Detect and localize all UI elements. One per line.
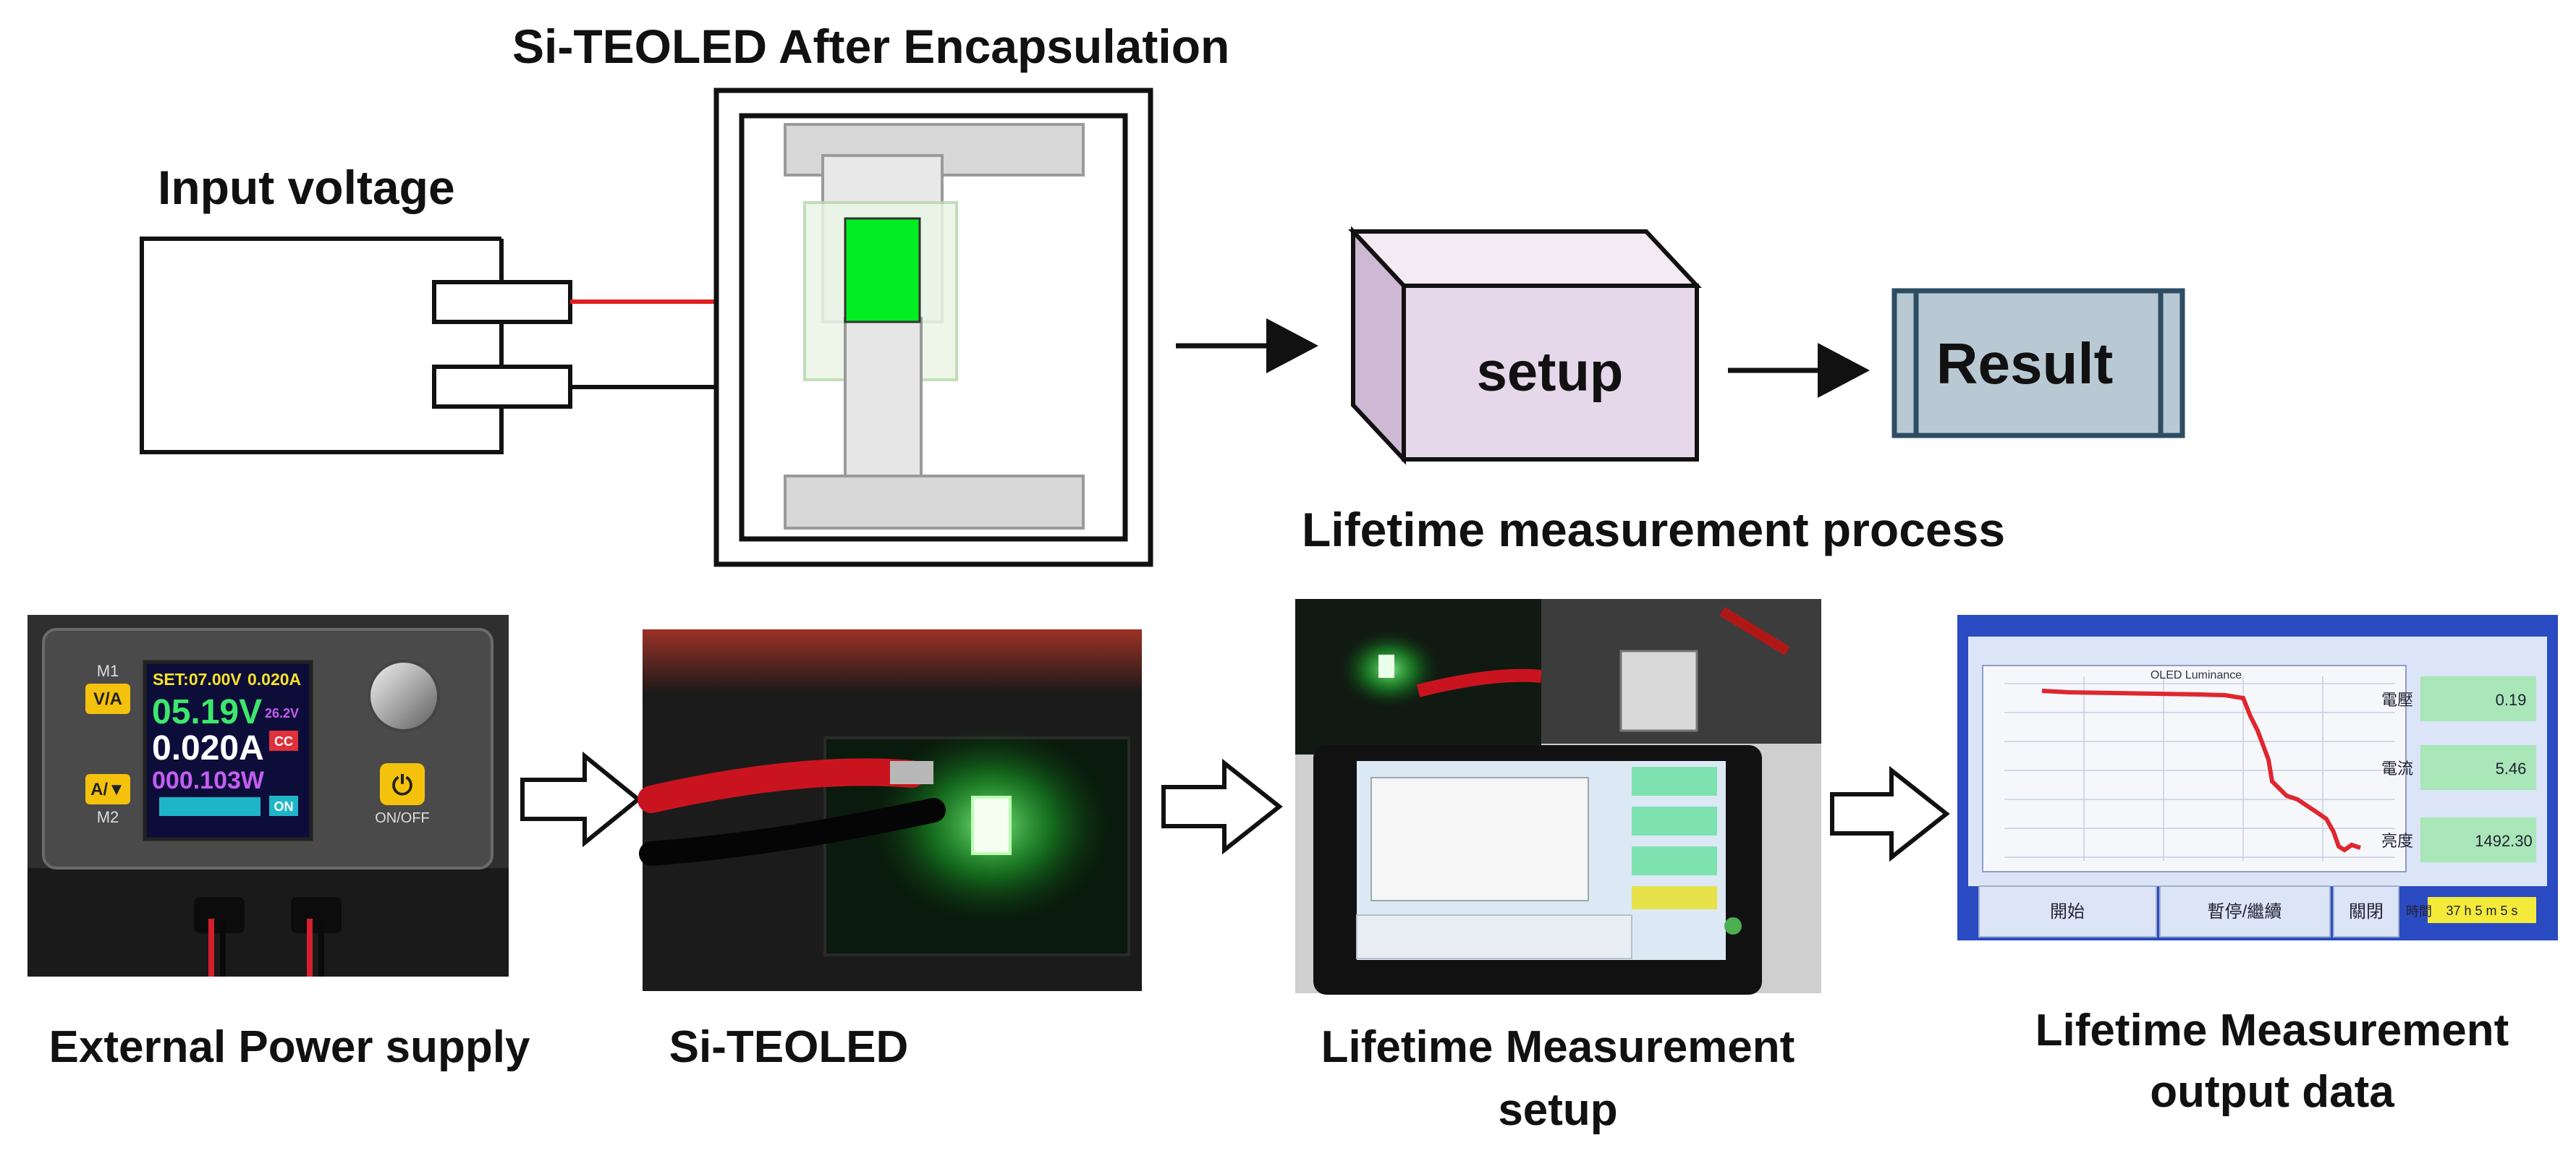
input-voltage-source	[140, 237, 749, 454]
cc-badge	[269, 731, 298, 751]
onoff-label: ON/OFF	[375, 810, 430, 826]
hollow-arrow-2	[1161, 758, 1283, 855]
input-voltage-label: Input voltage	[158, 161, 455, 214]
red-clip-lead	[637, 758, 925, 813]
power-supply-photo	[27, 615, 509, 977]
caption-power-supply: External Power supply	[49, 1022, 531, 1072]
setup-label: setup	[1477, 341, 1624, 403]
encapsulation-title: Si-TEOLED After Encapsulation	[512, 20, 1229, 73]
caption-setup-line1: Lifetime Measurement	[1321, 1022, 1795, 1072]
negative-terminal	[432, 365, 572, 409]
pause-button	[2159, 885, 2331, 938]
luminance-trace	[2041, 689, 2361, 853]
output-voltage-value: 0.19	[2496, 691, 2527, 709]
close-button	[2333, 885, 2399, 938]
va-button-label: V/A	[93, 689, 122, 709]
start-button	[1978, 885, 2157, 938]
lcd-set-readout: SET:07.00V	[153, 670, 242, 689]
rotary-knob	[368, 660, 440, 732]
result-box	[1891, 288, 2185, 438]
lcd-temp: 26.2V	[265, 706, 299, 721]
power-button	[380, 763, 425, 805]
output-voltage-label: 電壓	[2381, 691, 2413, 709]
caption-setup-line2: setup	[1498, 1085, 1617, 1135]
caption-teoled: Si-TEOLED	[669, 1022, 909, 1072]
oled-pixel	[844, 217, 921, 323]
lcd-current: 0.020A	[152, 729, 264, 768]
bottom-electrode	[784, 475, 1085, 530]
m1-label: M1	[97, 662, 119, 680]
lcd-power: 000.103W	[152, 767, 265, 794]
positive-terminal	[432, 280, 572, 324]
output-current-value: 5.46	[2496, 760, 2527, 778]
caption-output-line2: output data	[2150, 1067, 2394, 1117]
output-close-label: 關閉	[2349, 902, 2384, 922]
lit-oled-pixel	[971, 796, 1012, 855]
teoled-photo	[637, 629, 1142, 991]
lcd-on: ON	[274, 799, 294, 814]
caption-output-line1: Lifetime Measurement	[2035, 1006, 2509, 1055]
arrow-to-result	[1728, 343, 1870, 398]
on-badge	[269, 796, 298, 816]
output-current-label: 電流	[2381, 760, 2413, 778]
hollow-arrow-1	[520, 751, 642, 848]
output-screen-photo	[1957, 615, 2558, 940]
result-label: Result	[1936, 331, 2114, 396]
output-pause-label: 暫停/繼續	[2208, 902, 2282, 922]
encapsulated-device	[713, 88, 1153, 567]
lcd-status-bar	[159, 797, 260, 816]
output-luminance-label: 亮度	[2381, 832, 2413, 850]
lcd-set-current: 0.020A	[247, 670, 301, 689]
a-button-label: A/▼	[90, 780, 125, 799]
hollow-arrow-3	[1830, 765, 1950, 862]
black-clip-lead	[639, 798, 946, 866]
output-start-label: 開始	[2050, 902, 2085, 922]
lcd-voltage: 05.19V	[152, 693, 262, 731]
power-icon: ⏻	[392, 770, 413, 800]
output-time-label: 時間	[2406, 904, 2432, 919]
setup-box	[1348, 226, 1702, 465]
m2-label: M2	[97, 808, 119, 826]
arrow-to-setup	[1176, 318, 1318, 373]
process-caption: Lifetime measurement process	[1302, 503, 2005, 556]
lcd-cc: CC	[274, 734, 293, 749]
setup-photo	[1295, 599, 1821, 995]
output-time-value: 37 h 5 m 5 s	[2446, 904, 2517, 918]
output-chart-title: OLED Luminance	[2151, 669, 2242, 681]
output-luminance-value: 1492.30	[2475, 832, 2533, 850]
